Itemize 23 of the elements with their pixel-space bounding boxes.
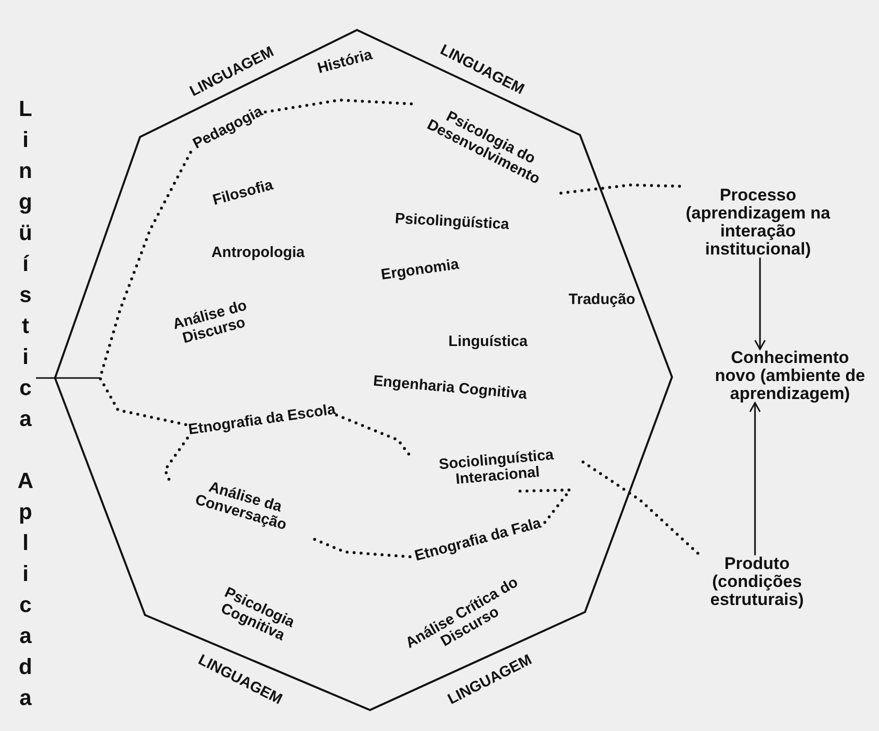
dotted-connector <box>518 488 574 526</box>
field-label: Filosofia <box>211 177 275 209</box>
dotted-connector <box>582 460 702 557</box>
dotted-connector <box>335 414 412 458</box>
field-label: Etnografia da Escola <box>187 402 337 438</box>
field-label: Linguística <box>448 334 528 350</box>
field-label: Engenharia Cognitiva <box>372 373 528 403</box>
leader-line <box>36 377 100 379</box>
field-label: Produto (condições estruturais) <box>692 555 822 609</box>
dotted-connector <box>98 150 192 426</box>
field-label: Ergonomia <box>380 256 460 284</box>
field-label: Sociolinguística Interacional <box>410 444 584 492</box>
field-label: História <box>316 47 374 77</box>
field-label: Análise do Discurso <box>170 296 250 349</box>
field-label: Tradução <box>568 292 636 308</box>
vertical-title-text: Lingüística Aplicada <box>14 96 36 716</box>
field-label: Processo (aprendizagem na interação institucional) <box>683 186 833 258</box>
field-label: Psicolingüística <box>394 211 510 233</box>
field-label: Antropologia <box>211 245 305 261</box>
field-label: Conhecimento novo (ambiente de aprendizagem) <box>710 349 870 403</box>
arrow <box>754 258 766 350</box>
arrow <box>749 402 761 556</box>
dotted-connector <box>264 98 415 114</box>
